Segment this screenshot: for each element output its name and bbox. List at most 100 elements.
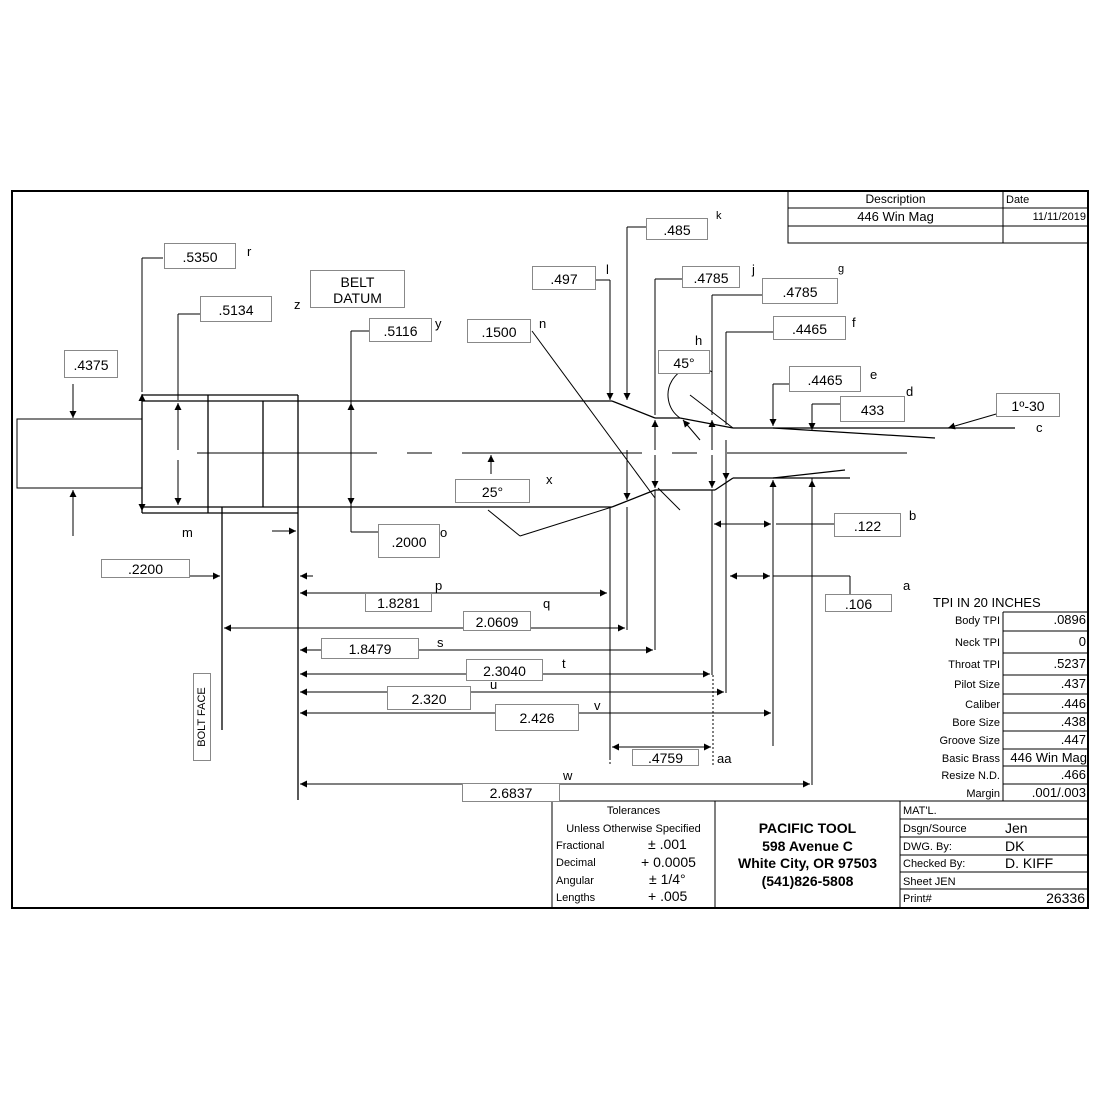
dim-r: .5350 — [164, 243, 236, 269]
title-block-lines — [551, 800, 1089, 909]
dim-p: 1.8281 — [365, 593, 432, 612]
company-name: PACIFIC TOOL — [758, 820, 857, 836]
callout-c: c — [1036, 420, 1043, 435]
spec-value-neck-tpi: 0 — [1078, 634, 1086, 649]
callout-b: b — [909, 508, 917, 523]
callout-m: m — [182, 525, 193, 540]
dwg-value: DK — [1005, 838, 1025, 854]
spec-label-groove-size: Groove Size — [939, 735, 1000, 747]
matl-label: MAT'L. — [903, 805, 937, 817]
dim-s: 1.8479 — [321, 638, 419, 659]
tolerances-title: Tolerances — [606, 805, 661, 817]
dimension-lines — [190, 520, 810, 788]
dim-u: 2.320 — [387, 686, 471, 710]
spec-label-resize-nd: Resize N.D. — [941, 770, 1000, 782]
spec-value-resize-nd: .466 — [1060, 767, 1086, 782]
dim-f: .4465 — [773, 316, 846, 340]
callout-v: v — [594, 698, 601, 713]
callout-s: s — [437, 635, 444, 650]
description-value: 446 Win Mag — [857, 209, 934, 224]
callout-p: p — [435, 578, 443, 593]
drawing-border — [11, 190, 1089, 909]
tol-value-fractional: ± .001 — [648, 836, 687, 852]
tol-label-fractional: Fractional — [556, 840, 605, 852]
description-label: Description — [865, 192, 926, 206]
diameter-arrows — [138, 226, 840, 533]
pilot-block — [16, 418, 143, 489]
tolerances-subtitle: Unless Otherwise Specified — [566, 823, 701, 835]
spec-value-throat-tpi: .5237 — [1053, 656, 1086, 671]
callout-aa: aa — [717, 751, 732, 766]
callout-a: a — [903, 578, 911, 593]
callout-n: n — [539, 316, 547, 331]
company-city: White City, OR 97503 — [737, 855, 877, 871]
angle-shoulder: 45° — [658, 350, 710, 374]
company-address: 598 Avenue C — [762, 838, 853, 854]
dim-n: .1500 — [467, 319, 531, 343]
sheet-label: Sheet JEN — [903, 876, 956, 888]
callout-w: w — [563, 768, 573, 783]
dim-v: 2.426 — [495, 704, 579, 731]
tol-label-angular: Angular — [556, 875, 594, 887]
belt-datum-line-2: DATUM — [333, 290, 382, 306]
checked-value: D. KIFF — [1005, 855, 1054, 871]
bolt-face-label: BOLT FACE — [193, 673, 211, 761]
callout-x: x — [546, 472, 553, 487]
callout-h: h — [695, 333, 703, 348]
tol-value-decimal: + 0.0005 — [641, 854, 696, 870]
description-table — [787, 190, 1089, 244]
spec-value-bore-size: .438 — [1060, 714, 1086, 729]
callout-e: e — [870, 367, 878, 382]
spec-label-body-tpi: Body TPI — [954, 615, 1000, 627]
tol-value-lengths: + .005 — [648, 888, 688, 904]
dim-left: .4375 — [64, 350, 118, 378]
spec-label-pilot-size: Pilot Size — [954, 679, 1000, 691]
belt-datum-line-1: BELT — [340, 274, 375, 290]
dim-z: .5134 — [200, 296, 272, 322]
callout-u: u — [490, 677, 498, 692]
dim-b: .122 — [834, 513, 901, 537]
dim-k: .485 — [646, 218, 708, 240]
callout-d: d — [906, 384, 914, 399]
tol-label-lengths: Lengths — [556, 892, 596, 904]
callout-z: z — [294, 297, 301, 312]
angle-back: 25° — [455, 479, 530, 503]
dim-t: 2.3040 — [466, 659, 543, 681]
spec-label-throat-tpi: Throat TPI — [948, 659, 1000, 671]
tol-label-decimal: Decimal — [556, 857, 596, 869]
print-value: 26336 — [1046, 890, 1085, 906]
callout-r: r — [247, 244, 252, 259]
dim-j: .4785 — [682, 266, 740, 288]
dim-q: 2.0609 — [463, 611, 531, 631]
callout-t: t — [562, 656, 566, 671]
spec-value-basic-brass: 446 Win Mag — [1010, 750, 1087, 765]
spec-value-body-tpi: .0896 — [1053, 612, 1086, 627]
dim-y: .5116 — [369, 318, 432, 342]
callout-o: o — [440, 525, 448, 540]
checked-label: Checked By: — [903, 858, 966, 870]
specs-table-lines — [1002, 611, 1088, 801]
tol-value-angular: ± 1/4° — [649, 871, 686, 887]
reamer-body — [141, 394, 1015, 800]
dim-a: .106 — [825, 594, 892, 612]
dsgn-value: Jen — [1005, 820, 1028, 836]
dim-aa: .4759 — [632, 749, 699, 766]
spec-label-caliber: Caliber — [965, 699, 1000, 711]
dim-g: .4785 — [762, 278, 838, 304]
spec-value-pilot-size: .437 — [1060, 676, 1086, 691]
spec-value-groove-size: .447 — [1060, 732, 1086, 747]
dim-o: .2000 — [378, 524, 440, 558]
extension-lines — [609, 478, 813, 785]
date-value: 11/11/2019 — [1032, 211, 1086, 223]
spec-label-bore-size: Bore Size — [952, 717, 1000, 729]
callout-j: j — [752, 262, 755, 277]
callout-y: y — [435, 316, 442, 331]
belt-datum-box: BELT DATUM — [310, 270, 405, 308]
spec-label-basic-brass: Basic Brass — [941, 753, 1000, 765]
spec-value-caliber: .446 — [1060, 696, 1086, 711]
callout-k: k — [716, 210, 722, 222]
dim-l: .497 — [532, 266, 596, 290]
angle-throat: 1º-30 — [996, 393, 1060, 417]
dim-d: 433 — [840, 396, 905, 422]
